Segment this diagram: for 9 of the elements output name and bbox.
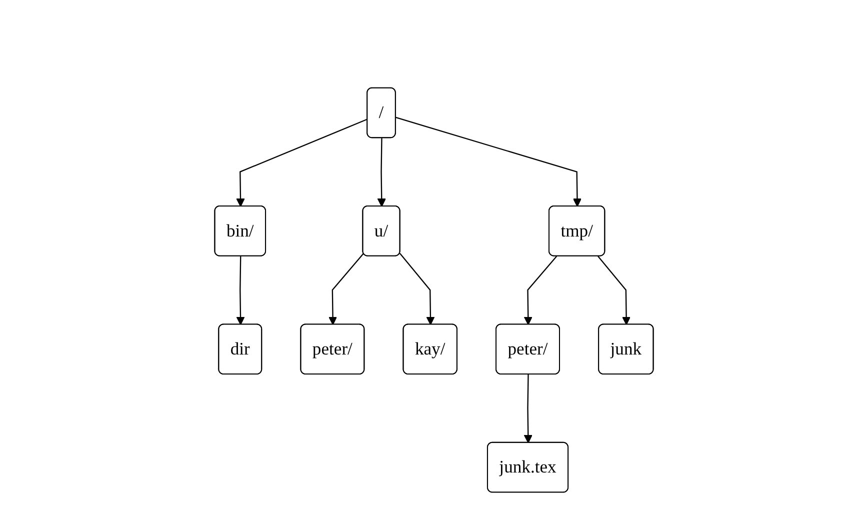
arrow	[236, 256, 245, 326]
arrow	[598, 256, 631, 326]
arrow	[236, 118, 368, 207]
arrow	[396, 116, 582, 207]
arrow	[524, 374, 532, 444]
arrow	[524, 256, 558, 326]
arrow	[399, 253, 435, 326]
arrow	[377, 138, 386, 207]
arrow	[328, 253, 364, 326]
